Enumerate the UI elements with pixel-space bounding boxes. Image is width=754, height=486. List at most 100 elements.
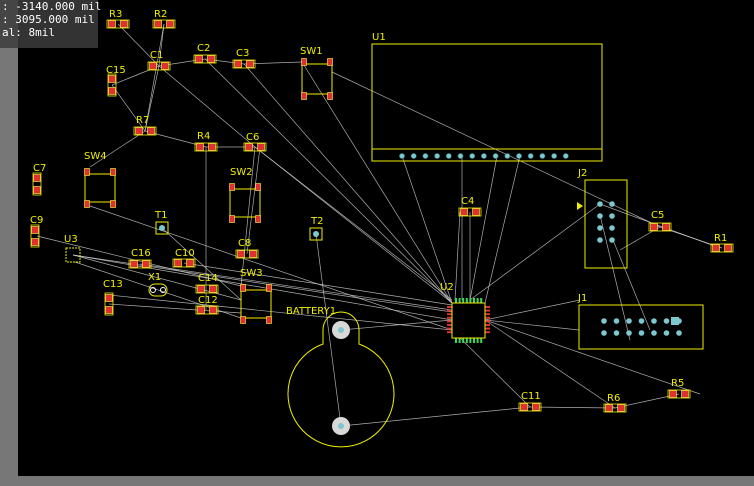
component-c4[interactable]: C4 (458, 196, 482, 217)
component-c2[interactable]: C2 (193, 43, 217, 64)
component-c14[interactable]: C14 (195, 273, 219, 294)
component-u2[interactable]: U2 (440, 282, 490, 343)
pin-U2 (469, 338, 472, 343)
ratsnest-line (469, 155, 498, 301)
hole-BATTERY1 (338, 327, 344, 333)
refdes-c10: C10 (175, 248, 195, 259)
ratsnest-line (484, 319, 701, 395)
pad-C4 (460, 208, 468, 216)
pad-SW2 (229, 215, 235, 223)
component-c7[interactable]: C7 (32, 163, 46, 196)
ratsnest-line (340, 319, 453, 331)
outline-C2 (193, 54, 217, 64)
pad-C7 (33, 174, 41, 182)
outline-C9 (30, 224, 40, 248)
component-sw4[interactable]: SW4 (84, 151, 116, 208)
ratsnest-line (599, 203, 721, 249)
pin-J2 (597, 201, 603, 207)
hole-BATTERY1 (338, 423, 344, 429)
pad-SW1 (301, 58, 307, 66)
pin-J2 (597, 213, 603, 219)
refdes-r7: R7 (136, 115, 149, 126)
ratsnest-line (89, 130, 146, 168)
pad-R1 (724, 244, 732, 252)
component-u3[interactable]: U3 (64, 234, 81, 263)
ratsnest-line (254, 146, 453, 304)
outline-R7 (133, 126, 157, 136)
refdes-c9: C9 (30, 215, 43, 226)
ratsnest-line (484, 319, 580, 331)
component-sw2[interactable]: SW2 (229, 167, 261, 223)
outline-C13 (104, 292, 114, 316)
outline-C7 (32, 172, 42, 196)
pad-C5 (662, 223, 670, 231)
component-t1[interactable]: T1 (154, 210, 169, 235)
pin-J1 (676, 330, 682, 336)
pad-X1 (160, 287, 166, 293)
pin-U2 (485, 331, 490, 334)
component-r7[interactable]: R7 (133, 115, 157, 136)
component-c1[interactable]: C1 (147, 50, 171, 71)
pad-C8 (249, 250, 257, 258)
component-r4[interactable]: R4 (194, 131, 218, 152)
component-u1[interactable]: U1 (371, 32, 603, 162)
component-r1[interactable]: R1 (710, 233, 734, 253)
pad-C4 (472, 208, 480, 216)
pin-U2 (447, 313, 452, 316)
refdes-c4: C4 (461, 196, 474, 207)
component-t2[interactable]: T2 (309, 216, 323, 241)
outline-C10 (172, 258, 196, 268)
component-c9[interactable]: C9 (30, 215, 43, 248)
refdes-r6: R6 (607, 393, 620, 404)
refdes-u1: U1 (372, 32, 386, 43)
component-c3[interactable]: C3 (232, 48, 256, 69)
component-c6[interactable]: C6 (243, 132, 267, 152)
refdes-r4: R4 (197, 131, 210, 142)
pin-U2 (469, 298, 472, 303)
pin-U2 (447, 320, 452, 323)
pin-U2 (462, 298, 465, 303)
pin-U2 (480, 298, 483, 303)
component-sw1[interactable]: SW1 (300, 46, 333, 100)
refdes-c3: C3 (236, 48, 249, 59)
component-c13[interactable]: C13 (103, 279, 123, 316)
pad-R2 (166, 20, 174, 28)
component-x1[interactable]: X1 (148, 272, 168, 297)
pad-SW1 (327, 92, 333, 100)
component-j2[interactable]: J2 (577, 168, 628, 269)
outline-BATTERY1 (287, 311, 395, 448)
component-c11[interactable]: C11 (518, 391, 542, 412)
component-c16[interactable]: C16 (128, 248, 152, 269)
pad-SW4 (84, 168, 90, 176)
component-j1[interactable]: J1 (577, 293, 704, 350)
outline-R2 (152, 19, 176, 29)
pad-C16 (130, 260, 138, 268)
pin-U1 (399, 153, 405, 159)
refdes-c8: C8 (238, 238, 251, 249)
refdes-c1: C1 (150, 50, 163, 61)
pad-R5 (669, 390, 677, 398)
pad-C12 (197, 306, 205, 314)
component-sw3[interactable]: SW3 (240, 268, 272, 324)
component-r5[interactable]: R5 (667, 378, 691, 399)
component-c5[interactable]: C5 (648, 210, 672, 232)
component-c15[interactable]: C15 (106, 65, 126, 97)
component-r3[interactable]: R3 (106, 9, 130, 29)
ratsnest-line (484, 155, 521, 304)
pin-J2 (597, 225, 603, 231)
component-r6[interactable]: R6 (603, 393, 627, 413)
component-c12[interactable]: C12 (195, 295, 219, 315)
pin-J1 (663, 318, 670, 324)
component-c8[interactable]: C8 (235, 238, 259, 259)
component-r2[interactable]: R2 (152, 9, 176, 29)
ratsnest-line (144, 130, 207, 148)
refdes-r1: R1 (714, 233, 727, 244)
pad-C13 (105, 306, 113, 314)
pin1-marker-J2 (577, 202, 583, 210)
pin-U1 (551, 153, 557, 159)
component-battery1[interactable]: BATTERY1 (286, 306, 395, 448)
component-c10[interactable]: C10 (172, 248, 196, 268)
pad-SW3 (266, 284, 272, 292)
